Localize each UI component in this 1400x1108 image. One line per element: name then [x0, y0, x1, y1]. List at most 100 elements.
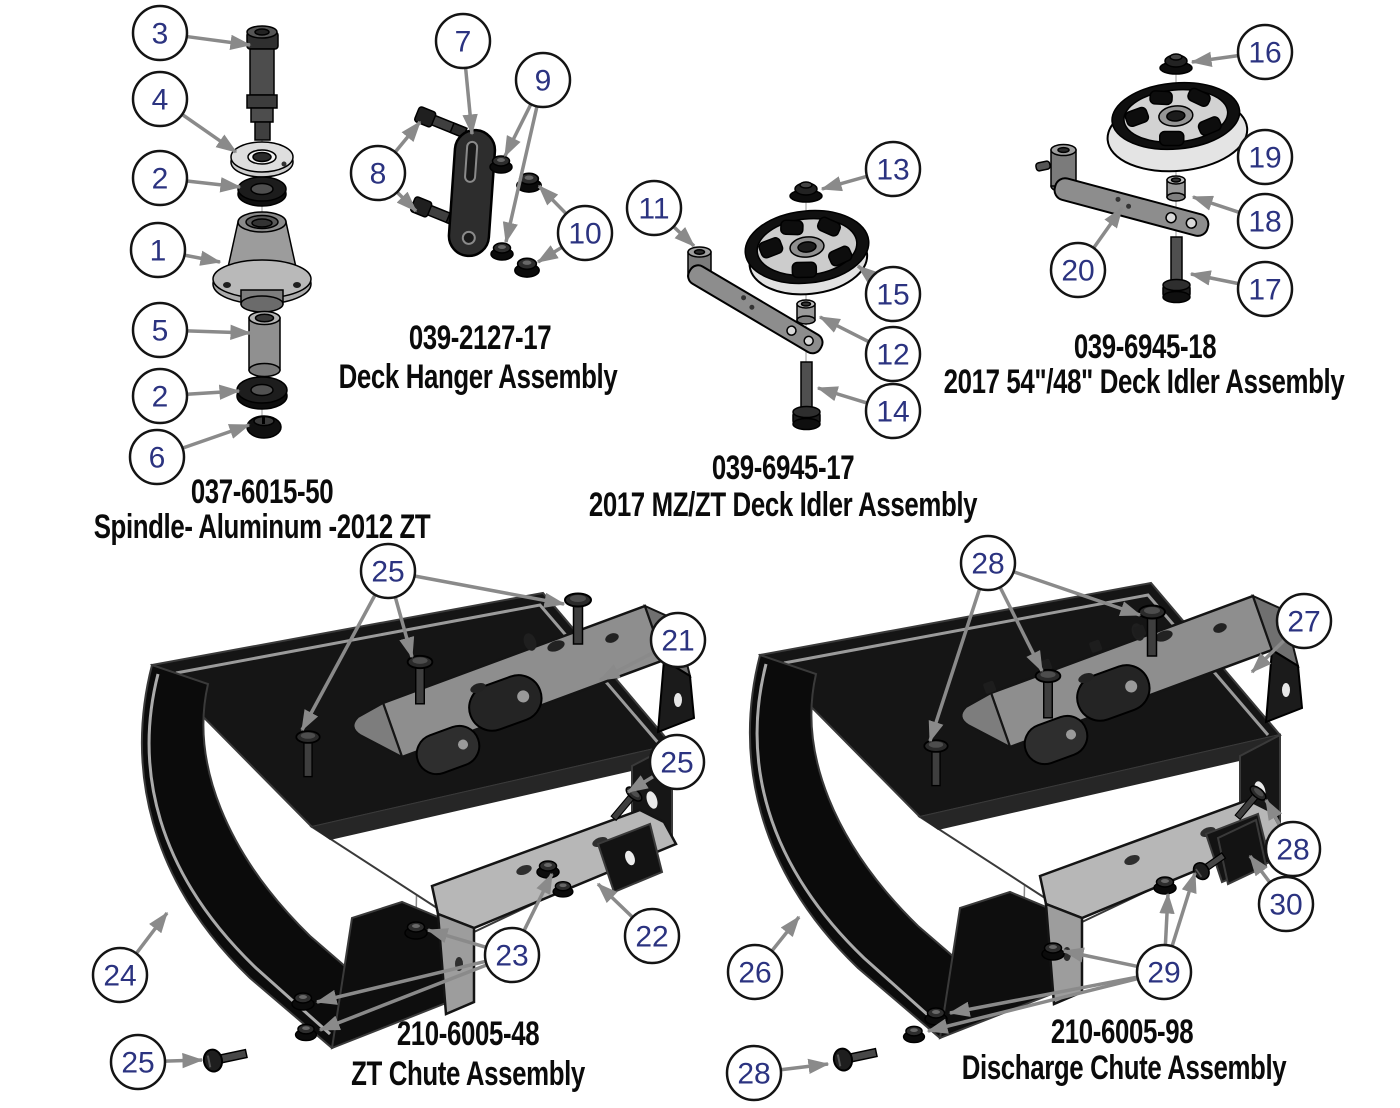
hanger-lock-nut-lower — [514, 257, 540, 278]
zt-flange-nut-4 — [291, 992, 315, 1011]
leader-arrow-discharge-chute-29 — [1170, 871, 1197, 947]
leader-arrow-discharge-chute-28 — [780, 1058, 830, 1075]
discharge-countersunk-bolt — [830, 1040, 880, 1074]
leader-arrows — [134, 34, 1286, 1075]
callout-zt-chute-22: 22 — [623, 907, 681, 965]
svg-text:15: 15 — [876, 279, 909, 312]
leader-arrow-discharge-chute-29 — [926, 976, 1139, 1034]
mzzt-bolt — [792, 361, 821, 431]
label-discharge-part-number: 210-6005-98 — [1050, 1013, 1194, 1051]
callout-mzzt-idler-13: 13 — [864, 140, 922, 198]
leader-arrow-zt-chute-25 — [626, 774, 655, 794]
mzzt-bushing — [796, 299, 816, 325]
hanger-plate — [447, 128, 497, 258]
leader-arrow-mzzt-idler-11 — [672, 225, 696, 248]
svg-text:16: 16 — [1248, 37, 1281, 70]
callout-zt-chute-21: 21 — [649, 611, 707, 669]
label-hanger-part-number: 039-2127-17 — [408, 319, 552, 357]
svg-text:25: 25 — [121, 1047, 154, 1080]
leader-arrow-zt-chute-24 — [134, 911, 169, 955]
svg-text:13: 13 — [876, 154, 909, 187]
leader-arrow-discharge-chute-29 — [1159, 892, 1175, 946]
spindle-bearing-lower — [236, 376, 288, 410]
callout-zt-chute-25: 25 — [359, 542, 417, 600]
callout-discharge-chute-28: 28 — [1264, 820, 1322, 878]
label-hanger-name: Deck Hanger Assembly — [338, 358, 618, 396]
label-5448-name: 2017 54"/48" Deck Idler Assembly — [943, 363, 1345, 401]
leader-arrow-zt-chute-23 — [315, 959, 487, 1005]
spindle-bearing-upper — [237, 176, 287, 207]
label-spindle-name: Spindle- Aluminum -2012 ZT — [93, 508, 431, 546]
spindle-nut — [246, 415, 282, 439]
callout-discharge-chute-26: 26 — [726, 943, 784, 1001]
leader-arrow-5448-idler-17 — [1189, 270, 1239, 286]
svg-text:5: 5 — [152, 315, 169, 348]
leader-arrow-mzzt-idler-15 — [856, 264, 879, 285]
svg-text:21: 21 — [661, 625, 694, 658]
leader-arrow-spindle-5 — [186, 324, 252, 341]
svg-text:14: 14 — [876, 396, 909, 429]
callout-mzzt-idler-12: 12 — [864, 325, 922, 383]
svg-text:20: 20 — [1061, 255, 1094, 288]
callout-mzzt-idler-15: 15 — [864, 265, 922, 323]
callout-spindle-5: 5 — [131, 301, 189, 359]
leader-arrow-discharge-chute-29 — [1062, 947, 1138, 969]
discharge-flange-nut-4 — [902, 1025, 926, 1044]
svg-text:4: 4 — [152, 84, 169, 117]
callout-5448-idler-18: 18 — [1236, 192, 1294, 250]
svg-text:7: 7 — [455, 26, 472, 59]
leader-arrow-discharge-chute-28 — [1264, 798, 1283, 827]
callout-deck-hanger-10: 10 — [556, 204, 614, 262]
leader-arrow-mzzt-idler-13 — [820, 174, 868, 192]
mzzt-idler-drawing — [687, 181, 870, 431]
leader-arrow-5448-idler-20 — [1092, 206, 1124, 249]
leader-arrow-deck-hanger-7 — [462, 67, 478, 136]
leader-arrow-zt-chute-21 — [598, 650, 655, 682]
discharge-bracket-slot — [1089, 639, 1103, 653]
callout-deck-hanger-9: 9 — [514, 51, 572, 109]
leader-arrow-deck-hanger-10 — [536, 245, 563, 264]
svg-text:19: 19 — [1248, 142, 1281, 175]
callout-zt-chute-25: 25 — [648, 733, 706, 791]
discharge-flange-nut-1 — [1153, 876, 1177, 895]
svg-text:8: 8 — [370, 158, 387, 191]
callout-spindle-2: 2 — [131, 367, 189, 425]
leader-arrow-zt-chute-23 — [318, 963, 488, 1032]
callout-discharge-chute-29: 29 — [1135, 943, 1193, 1001]
svg-text:2: 2 — [152, 381, 169, 414]
5448-bushing — [1166, 175, 1186, 202]
svg-text:12: 12 — [876, 339, 909, 372]
callout-spindle-2: 2 — [131, 149, 189, 207]
mzzt-idler-arm — [687, 246, 824, 355]
leader-arrow-spindle-1 — [184, 250, 222, 266]
svg-text:28: 28 — [737, 1058, 770, 1091]
5448-bolt — [1162, 236, 1191, 304]
svg-text:29: 29 — [1147, 957, 1180, 990]
discharge-flange-nut-2 — [1041, 942, 1065, 961]
callout-5448-idler-20: 20 — [1049, 241, 1107, 299]
svg-text:25: 25 — [371, 556, 404, 589]
svg-text:30: 30 — [1269, 889, 1302, 922]
svg-text:28: 28 — [971, 548, 1004, 581]
zt-countersunk-bolt — [200, 1041, 250, 1075]
callout-bubbles: 3421526798101113151214161918172025212522… — [91, 4, 1333, 1102]
zt-flange-nut-3 — [404, 921, 428, 940]
5448-flange-nut — [1159, 53, 1193, 75]
leader-arrow-spindle-4 — [181, 113, 238, 154]
leader-arrow-discharge-chute-28 — [928, 588, 982, 743]
svg-text:11: 11 — [638, 193, 669, 226]
leader-arrow-discharge-chute-27 — [1250, 638, 1286, 674]
leader-arrow-discharge-chute-30 — [1248, 854, 1272, 884]
svg-text:22: 22 — [635, 921, 668, 954]
leader-arrow-discharge-chute-29 — [948, 975, 1138, 1017]
leader-arrow-discharge-chute-26 — [770, 915, 801, 953]
mzzt-flange-nut — [789, 181, 823, 203]
spindle-bolt — [246, 25, 279, 141]
label-zt-chute-name: ZT Chute Assembly — [351, 1055, 585, 1093]
svg-text:2: 2 — [152, 163, 169, 196]
5448-idler-arm — [1035, 143, 1210, 237]
callout-mzzt-idler-14: 14 — [864, 382, 922, 440]
leader-arrow-zt-chute-25 — [393, 596, 415, 659]
